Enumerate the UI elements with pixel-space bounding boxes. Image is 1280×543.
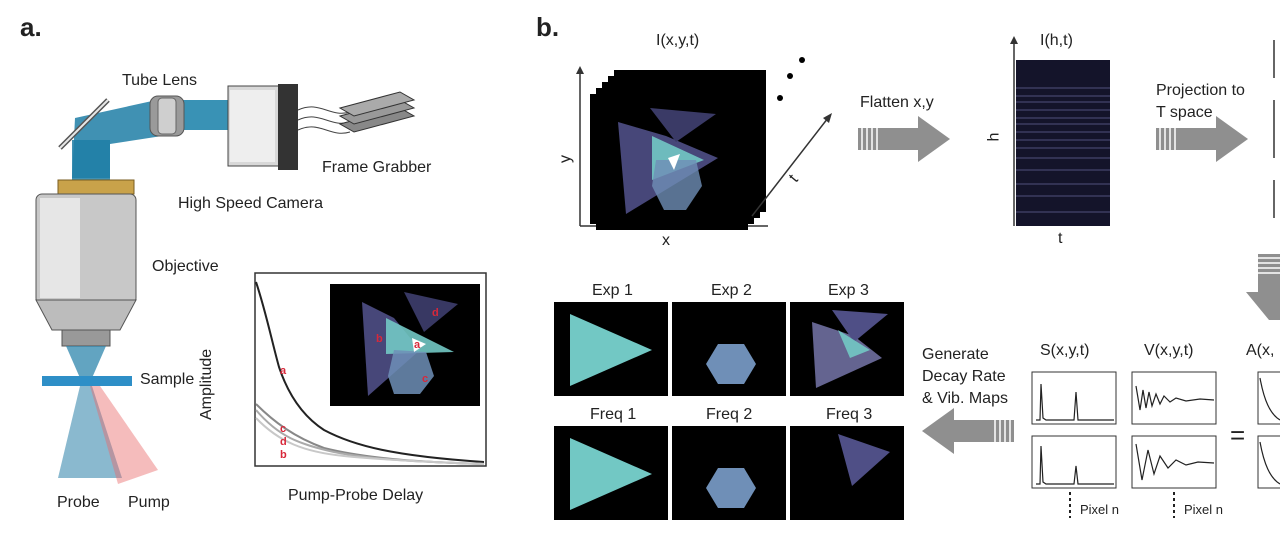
projection-label-2: T space <box>1156 104 1213 121</box>
freq-2-label: Freq 2 <box>706 406 753 423</box>
projection-matrix-edge <box>1273 40 1275 218</box>
inset-label-d: d <box>432 307 439 319</box>
plot-xlabel: Pump-Probe Delay <box>288 487 424 504</box>
projection-label-1: Projection to <box>1156 82 1245 99</box>
stack-axis-x: x <box>662 232 670 249</box>
equals-sign: = <box>1230 420 1245 450</box>
panel-a-label: a. <box>20 12 42 42</box>
exp-1-label: Exp 1 <box>592 282 633 299</box>
generate-label-2: Decay Rate <box>922 368 1006 385</box>
curve-label-b: b <box>280 449 287 461</box>
s-matrix-title: S(x,y,t) <box>1040 342 1090 359</box>
curve-label-a: a <box>280 365 287 377</box>
exp-3-label: Exp 3 <box>828 282 869 299</box>
exp-2-label: Exp 2 <box>711 282 752 299</box>
microscope-illustration <box>35 84 416 484</box>
probe-label: Probe <box>57 494 100 511</box>
pixel-label-2: Pixel n <box>1184 502 1224 517</box>
decay-plot: a c d b d b a c <box>254 272 487 467</box>
pump-label: Pump <box>128 494 170 511</box>
v-matrix-title: V(x,y,t) <box>1144 342 1194 359</box>
generate-label-1: Generate <box>922 346 989 363</box>
stack-title: I(x,y,t) <box>656 32 700 49</box>
freq-1-label: Freq 1 <box>590 406 637 423</box>
stack-axis-y: y <box>557 155 574 163</box>
plot-ylabel: Amplitude <box>198 348 215 420</box>
inset-label-c: c <box>422 373 428 385</box>
frame-grabber-label: Frame Grabber <box>322 159 432 176</box>
hmap-title: I(h,t) <box>1040 32 1073 49</box>
projection-arrow <box>1156 116 1248 162</box>
a-matrix-title: A(x, <box>1246 342 1275 359</box>
tube-lens-label: Tube Lens <box>122 72 198 89</box>
exp-freq-maps <box>554 302 904 520</box>
high-speed-camera-label: High Speed Camera <box>178 195 323 212</box>
inset-label-a: a <box>414 339 421 351</box>
hmap-axis-h: h <box>985 132 1003 142</box>
curve-label-c: c <box>280 423 286 435</box>
hmap-axis-t: t <box>1058 230 1063 247</box>
down-arrow <box>1246 254 1280 320</box>
svd-matrices: = <box>1031 371 1280 518</box>
flatten-label: Flatten x,y <box>860 94 934 111</box>
objective-label: Objective <box>152 258 219 275</box>
curve-label-d: d <box>280 436 287 448</box>
panel-b-label: b. <box>536 12 560 42</box>
sample-label: Sample <box>140 371 195 388</box>
inset-label-b: b <box>376 333 383 345</box>
pixel-label-1: Pixel n <box>1080 502 1120 517</box>
flatten-arrow <box>858 116 950 162</box>
intensity-heatmap <box>1010 36 1110 226</box>
generate-label-3: & Vib. Maps <box>922 390 1008 407</box>
image-stack <box>576 57 832 230</box>
freq-3-label: Freq 3 <box>826 406 873 423</box>
generate-arrow <box>922 408 1014 454</box>
